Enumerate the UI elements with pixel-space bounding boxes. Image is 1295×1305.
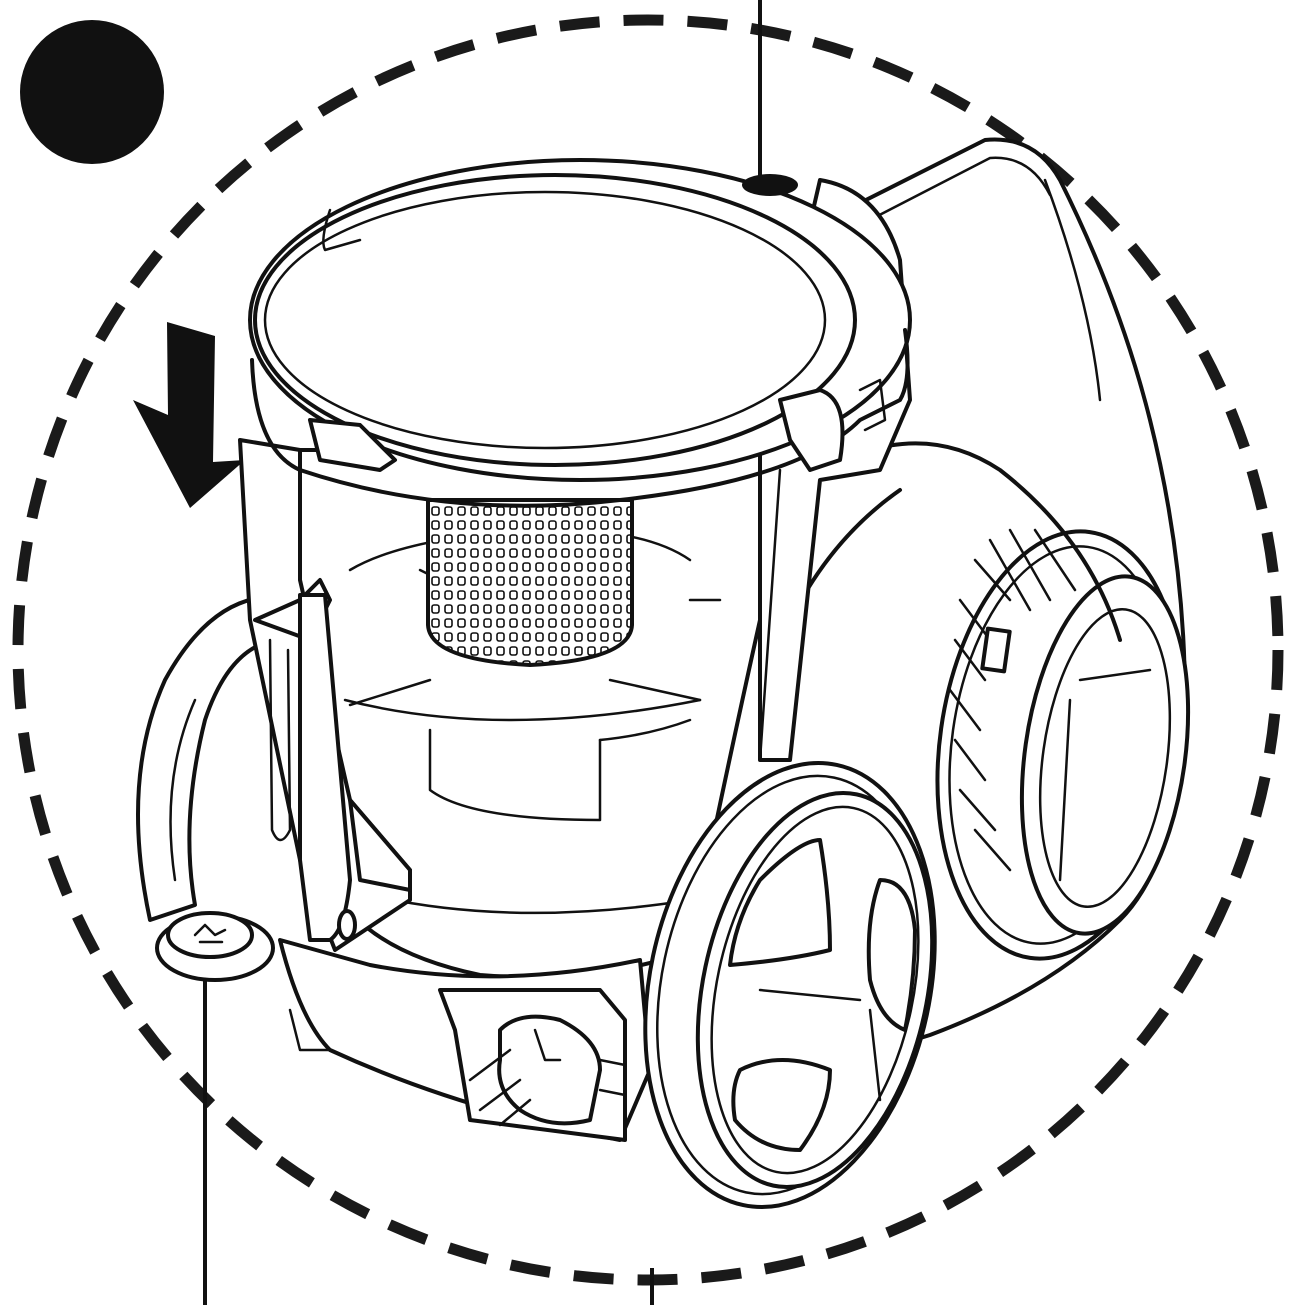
filter-mesh-icon [426,498,634,668]
down-arrow-icon [133,322,245,508]
step-marker-dot [20,20,164,164]
front-wheel [643,761,937,1209]
rear-wheel [935,528,1191,961]
dashed-focus-circle [12,14,1284,1286]
vacuum-cleaner [136,137,1191,1209]
release-button-icon [155,911,275,982]
power-plug-icon [438,988,627,1142]
side-body [868,441,1122,642]
canister-lid [248,158,912,508]
lid-latch [742,174,798,196]
